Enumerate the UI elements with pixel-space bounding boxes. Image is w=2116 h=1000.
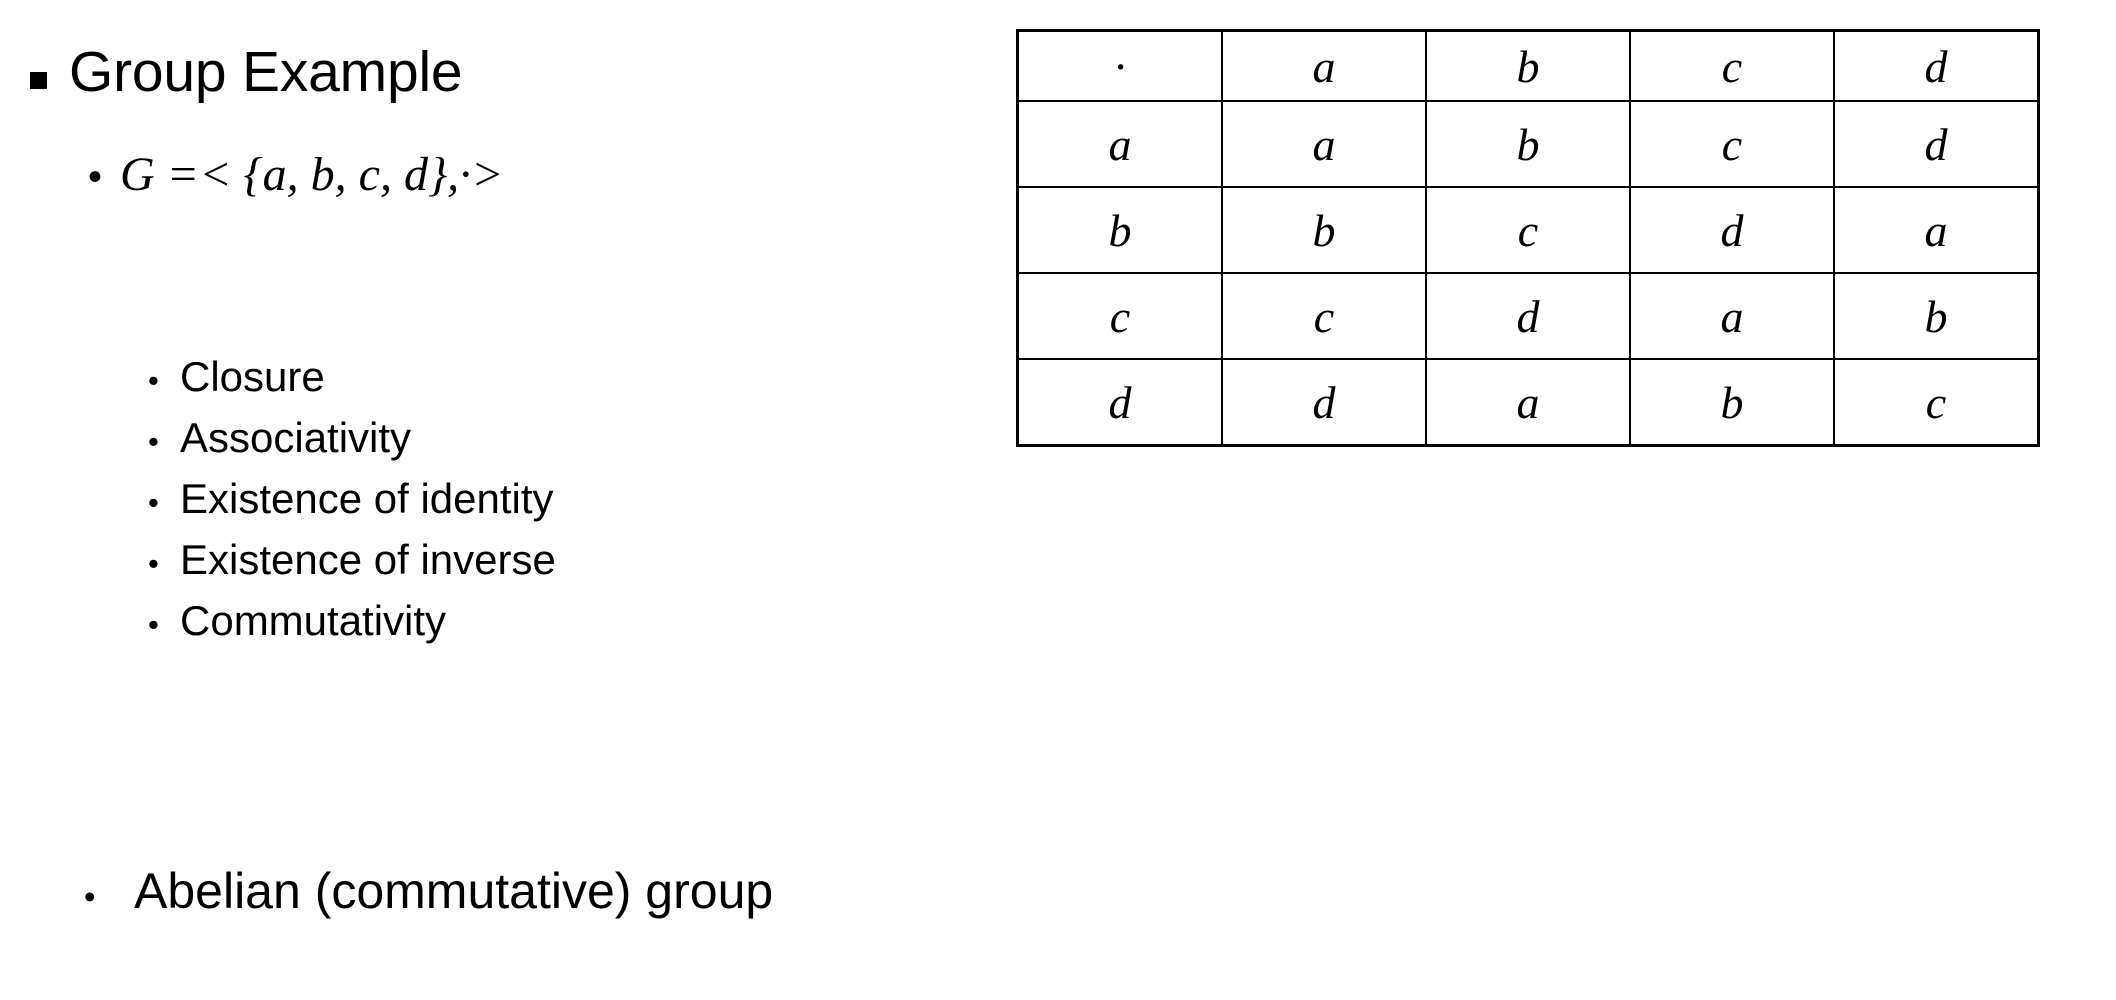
cell-b-c: d bbox=[1629, 186, 1835, 274]
table-row: b b c d a bbox=[1016, 186, 2040, 274]
round-bullet-icon: • bbox=[148, 607, 159, 642]
heading-row: Group Example bbox=[30, 40, 463, 104]
list-item-label: Existence of identity bbox=[180, 475, 554, 522]
round-bullet-icon: • bbox=[148, 485, 159, 520]
operator-corner-cell: · bbox=[1016, 29, 1223, 102]
cell-c-b: d bbox=[1425, 272, 1631, 360]
cell-d-c: b bbox=[1629, 358, 1835, 447]
row-header-b: b bbox=[1016, 186, 1223, 274]
cell-b-b: c bbox=[1425, 186, 1631, 274]
row-header-a: a bbox=[1016, 100, 1223, 188]
table-row: c c d a b bbox=[1016, 272, 2040, 360]
list-item-label: Associativity bbox=[180, 414, 412, 461]
cell-a-d: d bbox=[1833, 100, 2040, 188]
round-bullet-icon: • bbox=[148, 546, 159, 581]
list-item-label: Commutativity bbox=[180, 597, 447, 644]
column-header-a: a bbox=[1221, 29, 1427, 102]
round-bullet-icon: • bbox=[88, 155, 103, 199]
list-item: • Existence of inverse bbox=[148, 535, 556, 596]
cell-b-a: b bbox=[1221, 186, 1427, 274]
cell-d-b: a bbox=[1425, 358, 1631, 447]
row-header-c: c bbox=[1016, 272, 1223, 360]
column-header-d: d bbox=[1833, 29, 2040, 102]
round-bullet-icon: • bbox=[148, 363, 159, 398]
cell-a-c: c bbox=[1629, 100, 1835, 188]
cell-a-a: a bbox=[1221, 100, 1427, 188]
list-item: • Associativity bbox=[148, 413, 556, 474]
cell-a-b: b bbox=[1425, 100, 1631, 188]
cell-d-d: c bbox=[1833, 358, 2040, 447]
round-bullet-icon: • bbox=[84, 878, 96, 915]
row-header-d: d bbox=[1016, 358, 1223, 447]
page-title: Group Example bbox=[69, 40, 463, 104]
group-properties-list: • Closure • Associativity • Existence of… bbox=[148, 352, 556, 657]
cell-c-d: b bbox=[1833, 272, 2040, 360]
conclusion-row: • Abelian (commutative) group bbox=[84, 862, 773, 920]
column-header-b: b bbox=[1425, 29, 1631, 102]
cell-d-a: d bbox=[1221, 358, 1427, 447]
list-item: • Existence of identity bbox=[148, 474, 556, 535]
table-row: d d a b c bbox=[1016, 358, 2040, 447]
square-bullet-icon bbox=[30, 72, 47, 89]
column-header-c: c bbox=[1629, 29, 1835, 102]
group-definition-formula: G =< {a, b, c, d},·> bbox=[120, 148, 504, 201]
table-header-row: · a b c d bbox=[1016, 29, 2040, 102]
table-row: a a b c d bbox=[1016, 100, 2040, 188]
cayley-table-container: · a b c d a a b c d b b c d bbox=[1016, 29, 2040, 447]
list-item-label: Closure bbox=[180, 353, 325, 400]
list-item: • Commutativity bbox=[148, 596, 556, 657]
list-item-label: Existence of inverse bbox=[180, 536, 556, 583]
slide-content-column: Group Example • G =< {a, b, c, d},·> • C… bbox=[0, 0, 1000, 1000]
list-item: • Closure bbox=[148, 352, 556, 413]
cell-c-a: c bbox=[1221, 272, 1427, 360]
cell-c-c: a bbox=[1629, 272, 1835, 360]
cell-b-d: a bbox=[1833, 186, 2040, 274]
conclusion-label: Abelian (commutative) group bbox=[134, 863, 774, 919]
cayley-table: · a b c d a a b c d b b c d bbox=[1016, 29, 2040, 447]
round-bullet-icon: • bbox=[148, 424, 159, 459]
group-definition-row: • G =< {a, b, c, d},·> bbox=[88, 146, 504, 204]
